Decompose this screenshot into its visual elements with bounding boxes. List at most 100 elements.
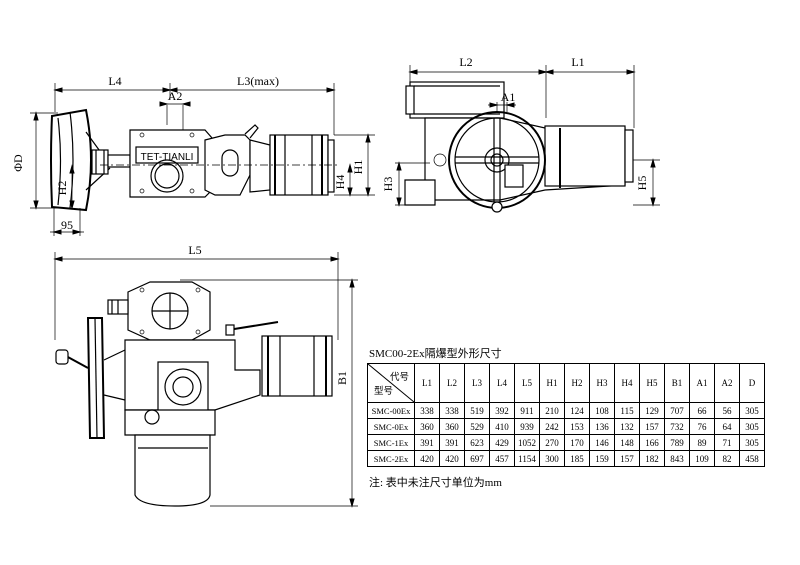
table-cell: 338 [439, 402, 465, 419]
column-header: L2 [439, 363, 465, 403]
table-cell: 108 [589, 402, 615, 419]
table-cell: 843 [664, 450, 690, 467]
table-cell: 623 [464, 434, 490, 451]
dimension-table: 代号 型号 L1 L2 L3 L4 L5 H1 H2 H3 H4 H5 B1 A… [367, 363, 765, 467]
table-cell: 458 [739, 450, 765, 467]
table-cell: 732 [664, 418, 690, 435]
table-cell: 789 [664, 434, 690, 451]
table-cell: 420 [439, 450, 465, 467]
table-cell: 56 [714, 402, 740, 419]
table-cell: 360 [414, 418, 440, 435]
table-cell: 185 [564, 450, 590, 467]
label-L2: L2 [459, 55, 472, 69]
table-cell: 153 [564, 418, 590, 435]
column-header: A1 [689, 363, 715, 403]
table-cell: 911 [514, 402, 540, 419]
model-cell: SMC-1Ex [367, 434, 415, 451]
table-cell: 939 [514, 418, 540, 435]
table-cell: 64 [714, 418, 740, 435]
table-cell: 182 [639, 450, 665, 467]
table-cell: 76 [689, 418, 715, 435]
label-H1: H1 [351, 160, 365, 175]
table-row: SMC-1Ex 391 391 623 429 1052 270 170 146… [367, 434, 765, 451]
label-B1: B1 [335, 371, 349, 385]
table-cell: 305 [739, 418, 765, 435]
table-cell: 457 [489, 450, 515, 467]
column-header: L5 [514, 363, 540, 403]
table-cell: 109 [689, 450, 715, 467]
label-H5: H5 [635, 176, 649, 191]
table-cell: 305 [739, 434, 765, 451]
label-L1: L1 [571, 55, 584, 69]
table-cell: 697 [464, 450, 490, 467]
table-cell: 82 [714, 450, 740, 467]
top-view: TET-TIANLI L4 L3(max) A [11, 74, 375, 236]
table-cell: 136 [589, 418, 615, 435]
table-cell: 210 [539, 402, 565, 419]
table-cell: 66 [689, 402, 715, 419]
table-cell: 129 [639, 402, 665, 419]
table-cell: 115 [614, 402, 640, 419]
label-H3: H3 [381, 177, 395, 192]
column-header: A2 [714, 363, 740, 403]
model-cell: SMC-00Ex [367, 402, 415, 419]
table-cell: 300 [539, 450, 565, 467]
model-cell: SMC-2Ex [367, 450, 415, 467]
label-L4: L4 [108, 74, 121, 88]
table-cell: 519 [464, 402, 490, 419]
table-cell: 305 [739, 402, 765, 419]
table-cell: 1154 [514, 450, 540, 467]
table-cell: 157 [639, 418, 665, 435]
column-header: H5 [639, 363, 665, 403]
table-cell: 170 [564, 434, 590, 451]
table-cell: 157 [614, 450, 640, 467]
table-cell: 71 [714, 434, 740, 451]
column-header: L4 [489, 363, 515, 403]
corner-model-label: 型号 [374, 387, 394, 397]
table-cell: 270 [539, 434, 565, 451]
table-corner-header: 代号 型号 [367, 363, 415, 403]
table-cell: 420 [414, 450, 440, 467]
table-cell: 360 [439, 418, 465, 435]
table-row: SMC-00Ex 338 338 519 392 911 210 124 108… [367, 402, 765, 419]
label-A2: A2 [168, 89, 183, 103]
table-title: SMC00-2Ex隔爆型外形尺寸 [369, 348, 502, 360]
table-cell: 410 [489, 418, 515, 435]
model-cell: SMC-0Ex [367, 418, 415, 435]
table-cell: 529 [464, 418, 490, 435]
label-H2: H2 [55, 181, 69, 196]
table-cell: 429 [489, 434, 515, 451]
table-cell: 166 [639, 434, 665, 451]
table-cell: 132 [614, 418, 640, 435]
side-view: L5 B1 [53, 243, 358, 508]
column-header: H2 [564, 363, 590, 403]
column-header: B1 [664, 363, 690, 403]
corner-code-label: 代号 [389, 373, 409, 383]
table-cell: 338 [414, 402, 440, 419]
table-note: 注: 表中未注尺寸单位为mm [369, 477, 502, 489]
column-header: L1 [414, 363, 440, 403]
label-L3: L3(max) [237, 74, 279, 88]
column-header: D [739, 363, 765, 403]
table-cell: 89 [689, 434, 715, 451]
table-cell: 392 [489, 402, 515, 419]
table-cell: 707 [664, 402, 690, 419]
brand-label: TET-TIANLI [141, 152, 194, 163]
table-cell: 1052 [514, 434, 540, 451]
table-cell: 148 [614, 434, 640, 451]
column-header: L3 [464, 363, 490, 403]
table-cell: 146 [589, 434, 615, 451]
label-D: ΦD [11, 154, 25, 172]
table-cell: 159 [589, 450, 615, 467]
column-header: H3 [589, 363, 615, 403]
column-header: H1 [539, 363, 565, 403]
table-row: SMC-2Ex 420 420 697 457 1154 300 185 159… [367, 450, 765, 467]
label-H4: H4 [333, 175, 347, 190]
table-cell: 242 [539, 418, 565, 435]
label-A1: A1 [501, 90, 516, 104]
label-L5: L5 [188, 243, 201, 257]
table-cell: 391 [439, 434, 465, 451]
table-cell: 391 [414, 434, 440, 451]
table-row: SMC-0Ex 360 360 529 410 939 242 153 136 … [367, 418, 765, 435]
